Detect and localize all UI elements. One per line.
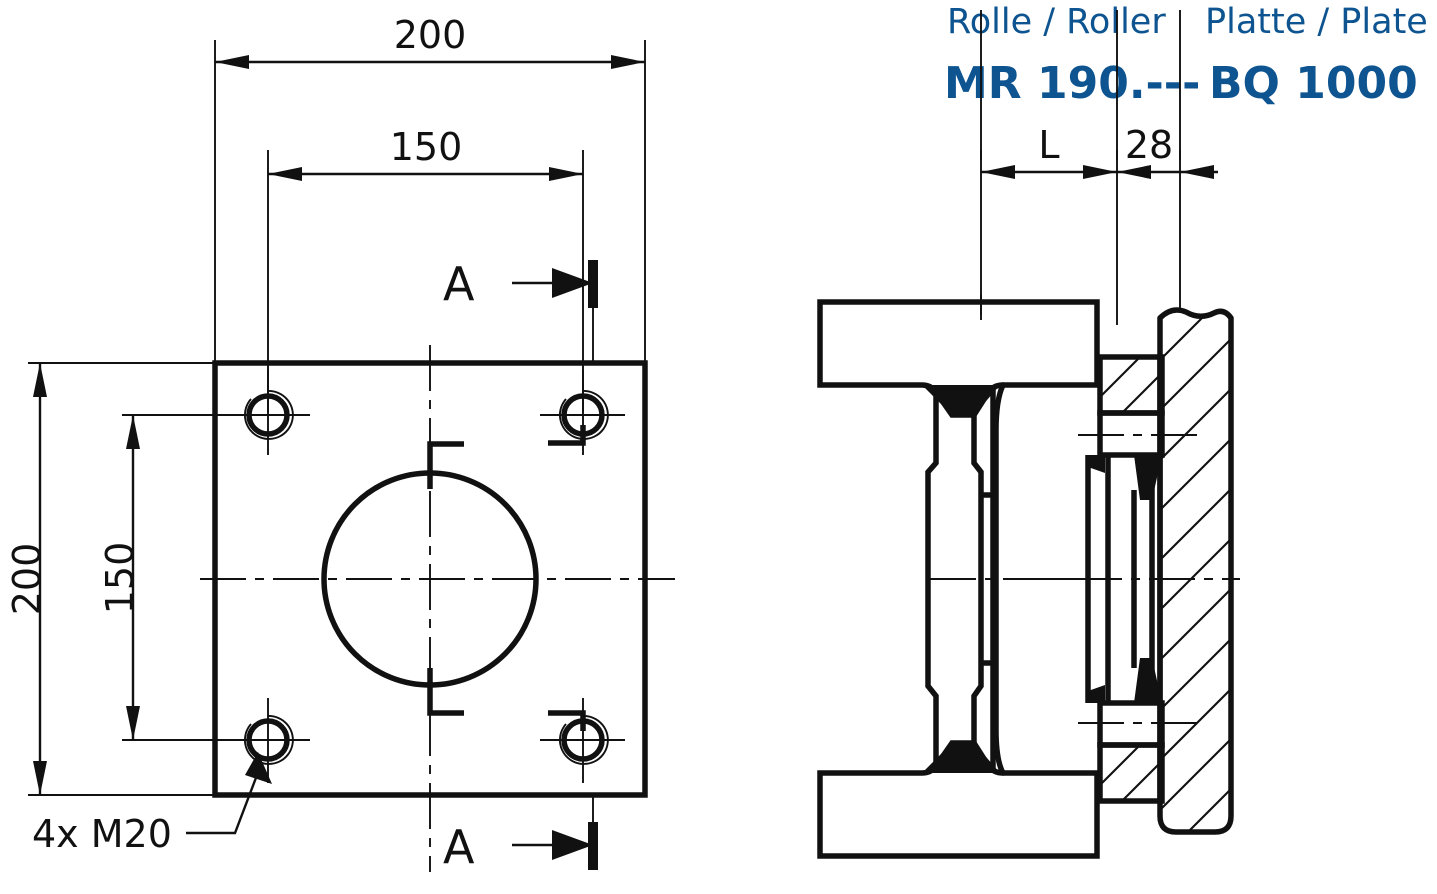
mounting-plate-section <box>1157 307 1234 835</box>
thread-note-label: 4x M20 <box>32 812 172 856</box>
dimension-bolt-spacing-top-150: 150 <box>267 125 584 412</box>
thread-note: 4x M20 <box>32 752 272 856</box>
fillet-weld-bottom <box>922 743 1000 773</box>
leader-line-icon <box>186 761 264 835</box>
section-plane-bar-bottom <box>588 822 598 870</box>
section-plane-bar-top <box>588 260 598 308</box>
section-marker-a-top: A <box>443 257 598 311</box>
seal-cone-upper <box>1134 455 1162 500</box>
corner-bracket-top-right <box>548 425 586 446</box>
seal-cone-lower <box>1134 658 1162 703</box>
dimension-bolt-spacing-left-150-label: 150 <box>98 542 142 615</box>
header-label-roller: Rolle / Roller <box>947 2 1166 42</box>
threaded-hole-bottom-left <box>244 715 294 765</box>
dimension-width-200-label: 200 <box>394 13 467 57</box>
dimension-length-L-label: L <box>1038 123 1059 167</box>
front-view: 200 150 200 <box>5 13 675 874</box>
dimension-plate-thickness-28: 28 <box>1117 123 1218 310</box>
plate-outline-section <box>1157 307 1234 835</box>
dimension-width-200: 200 <box>214 13 646 372</box>
threaded-hole-top-left <box>244 390 294 440</box>
retainer-lug-upper <box>1088 455 1105 473</box>
section-letter-bottom: A <box>443 820 475 874</box>
bearing-assembly <box>1078 354 1200 804</box>
section-view-a-a: L 28 <box>817 10 1240 859</box>
retainer-lug-lower <box>1088 685 1105 703</box>
roller-web <box>925 382 1006 776</box>
dimension-height-200: 200 <box>5 362 225 796</box>
section-arrow-bottom-icon <box>552 830 593 860</box>
corner-bracket-bottom-left <box>427 668 464 716</box>
dimension-bolt-spacing-top-150-label: 150 <box>390 125 463 169</box>
dimension-plate-thickness-28-label: 28 <box>1125 123 1173 167</box>
section-arrow-top-icon <box>552 268 593 298</box>
dimension-bolt-spacing-left-150: 150 <box>98 414 275 741</box>
fillet-weld-top <box>922 385 1000 415</box>
header-code-roller: MR 190.--- <box>944 58 1200 109</box>
leader-arrow-icon <box>245 752 272 784</box>
dimension-height-200-label: 200 <box>5 543 49 616</box>
header-label-plate: Platte / Plate <box>1205 2 1428 42</box>
corner-bracket-top-left <box>427 441 464 489</box>
plate-hatching <box>1160 310 1231 832</box>
header-block: Rolle / Roller Platte / Plate MR 190.---… <box>944 2 1428 109</box>
section-letter-top: A <box>443 257 475 311</box>
corner-bracket-bottom-right <box>548 710 586 731</box>
dimension-length-L: L <box>980 123 1118 325</box>
section-marker-a-bottom: A <box>443 820 598 874</box>
bearing-ring-upper <box>1097 410 1165 458</box>
bearing-ring-lower <box>1097 700 1165 748</box>
header-code-plate: BQ 1000 <box>1209 58 1418 109</box>
